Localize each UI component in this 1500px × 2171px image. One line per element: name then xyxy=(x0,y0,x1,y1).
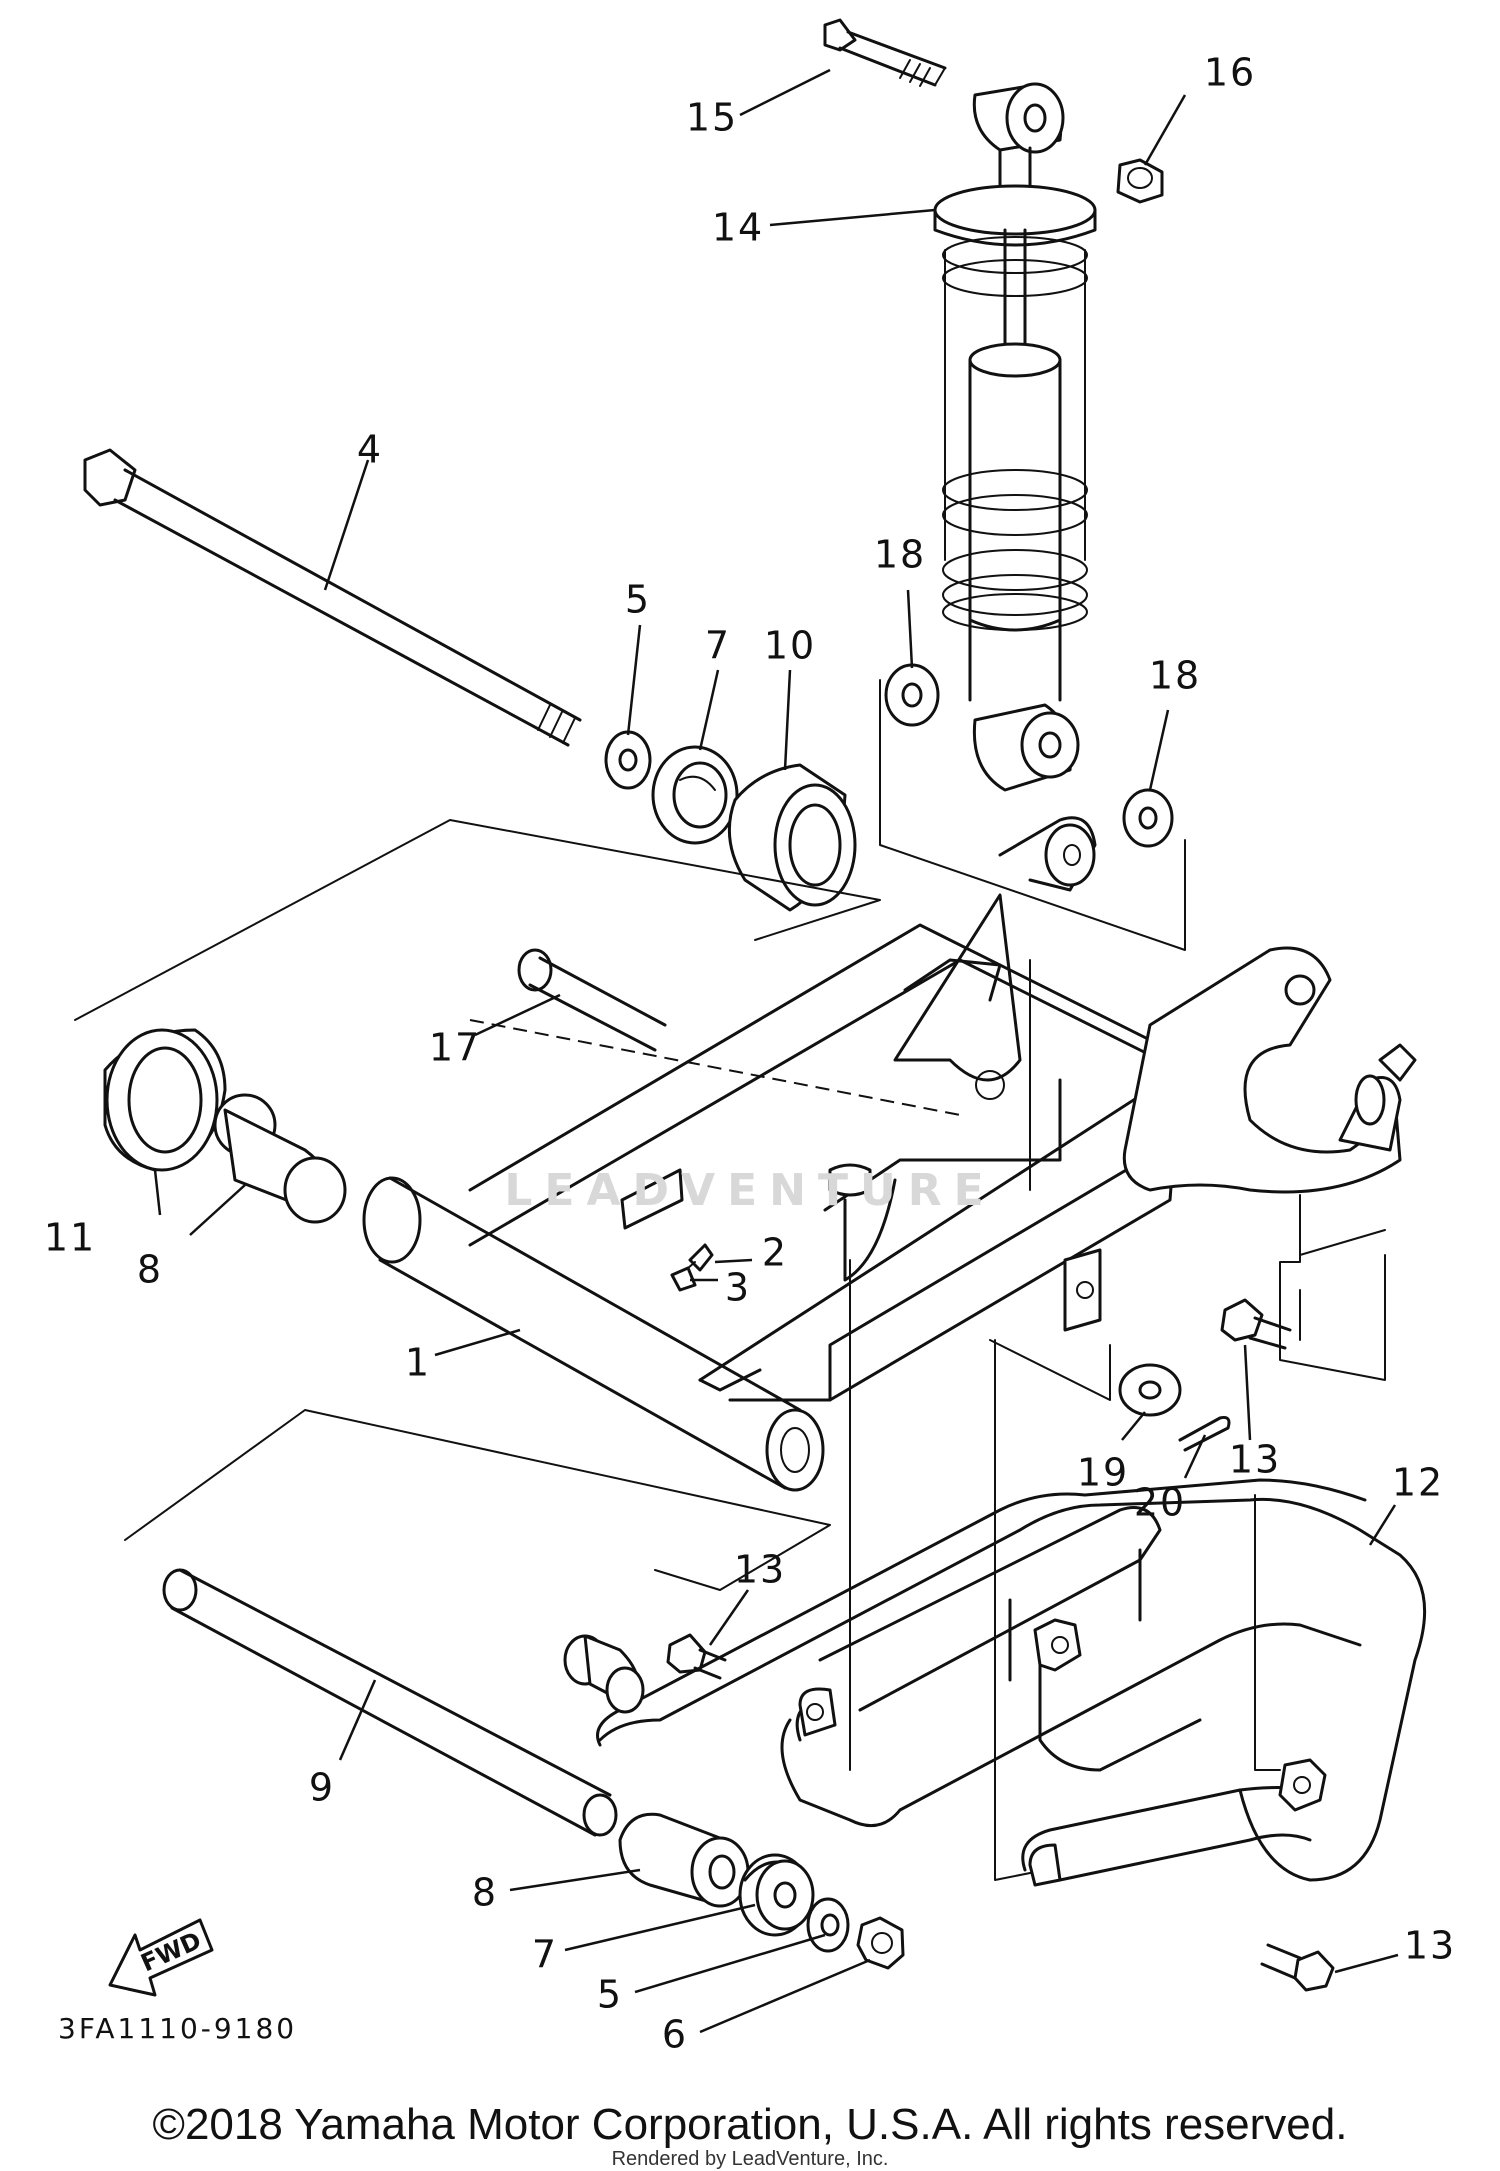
callout-13-middle: 13 xyxy=(734,1548,786,1592)
diagram-code: 3FA1110-9180 xyxy=(58,2012,297,2045)
callout-4: 4 xyxy=(357,428,383,472)
copyright-notice: ©2018 Yamaha Motor Corporation, U.S.A. A… xyxy=(152,2100,1348,2149)
callout-1: 1 xyxy=(405,1341,431,1385)
bearing-upper xyxy=(651,745,739,845)
lower-bracket-frame xyxy=(124,1409,831,1591)
frame-collar xyxy=(563,1634,645,1714)
pivot-shaft xyxy=(83,448,582,747)
callout-7-lower: 7 xyxy=(532,1933,558,1977)
callout-17: 17 xyxy=(429,1026,481,1070)
washer-19-and-cotter-pin-20 xyxy=(1118,1363,1231,1452)
shock-nut xyxy=(1116,158,1164,204)
rear-shock-absorber xyxy=(933,82,1097,792)
callout-11: 11 xyxy=(44,1216,96,1260)
upper-bracket-frame xyxy=(74,819,881,1021)
collar-10 xyxy=(727,763,857,912)
forward-direction-arrow: FWD xyxy=(108,1918,214,1997)
callout-2: 2 xyxy=(762,1231,788,1275)
bushing-lower xyxy=(618,1812,750,1908)
callout-18-left: 18 xyxy=(874,533,926,577)
callout-13-lower: 13 xyxy=(1404,1924,1456,1968)
shock-upper-bolt xyxy=(823,18,947,87)
bushing-upper xyxy=(213,1093,347,1224)
callout-18-right: 18 xyxy=(1149,654,1201,698)
washer-lower xyxy=(806,1897,850,1953)
callout-numbers: 4 15 16 14 5 7 10 18 18 17 11 8 2 3 1 13… xyxy=(44,51,1456,2057)
callout-8-upper: 8 xyxy=(137,1248,163,1292)
callout-16: 16 xyxy=(1204,51,1256,95)
washer-upper xyxy=(604,730,652,790)
callout-3: 3 xyxy=(725,1266,751,1310)
pin-17 xyxy=(517,948,667,1052)
watermark: LEADVENTURE xyxy=(504,1165,996,1216)
shock-link-frame xyxy=(879,679,1186,951)
bearing-lower xyxy=(738,1853,815,1937)
callout-8-lower: 8 xyxy=(472,1871,498,1915)
callout-19: 19 xyxy=(1077,1451,1129,1495)
callout-13-right: 13 xyxy=(1229,1438,1281,1482)
callout-6: 6 xyxy=(662,2013,688,2057)
callout-20: 20 xyxy=(1134,1481,1186,1525)
callout-9: 9 xyxy=(309,1766,335,1810)
callout-7-upper: 7 xyxy=(705,624,731,668)
skid-plate-frame xyxy=(596,1478,1427,1887)
callout-10: 10 xyxy=(764,624,816,668)
mounting-bolts xyxy=(666,1298,1335,1992)
callout-12: 12 xyxy=(1392,1461,1444,1505)
callout-5-upper: 5 xyxy=(625,578,651,622)
lower-shaft xyxy=(162,1568,618,1837)
nut-lower xyxy=(856,1916,905,1970)
rear-arm xyxy=(362,816,1417,1492)
rendered-by-notice: Rendered by LeadVenture, Inc. xyxy=(611,2148,889,2170)
callout-14: 14 xyxy=(712,206,764,250)
outer-race xyxy=(103,1028,227,1172)
grease-nipple-2-and-plate-3 xyxy=(670,1243,714,1292)
callout-5-lower: 5 xyxy=(597,1973,623,2017)
alignment-lines xyxy=(469,959,1386,1881)
callout-15: 15 xyxy=(686,96,738,140)
leader-lines xyxy=(153,68,1399,2034)
